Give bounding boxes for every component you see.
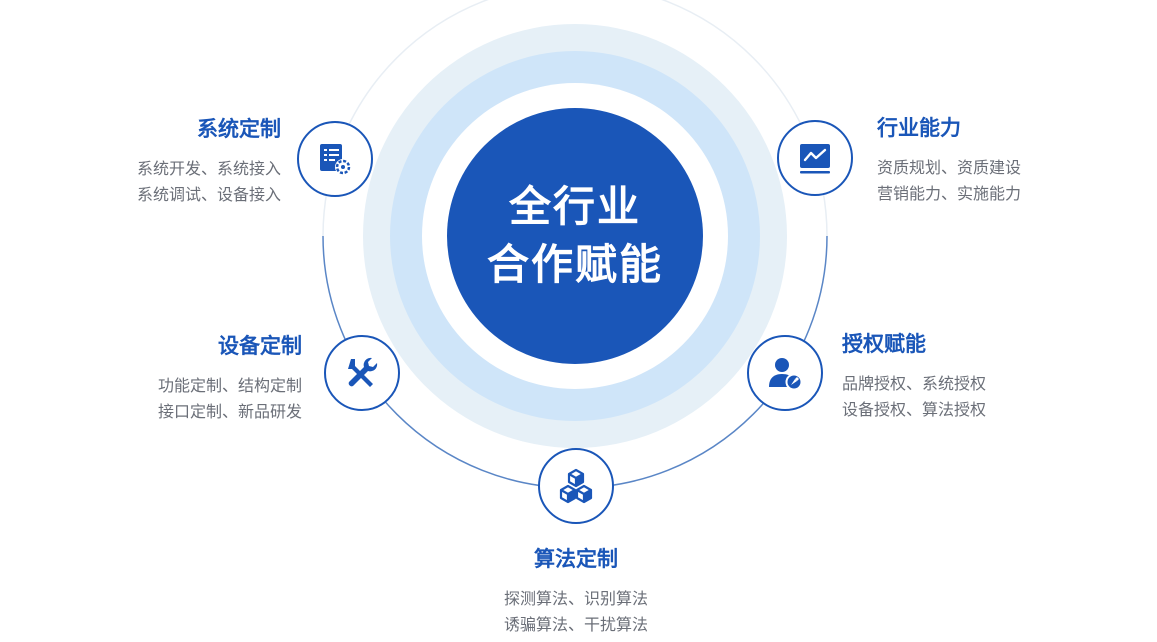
device-custom-node[interactable]: [324, 335, 400, 411]
system-custom-node[interactable]: [297, 121, 373, 197]
authorization-node[interactable]: [747, 335, 823, 411]
industry-capability-line-1: 资质规划、资质建设: [877, 158, 1022, 177]
device-custom-title: 设备定制: [218, 334, 302, 358]
outer-orbit-right: [574, 235, 828, 489]
algorithm-custom-title: 算法定制: [534, 547, 618, 571]
system-custom-block: 系统定制 系统开发、系统接入 系统调试、设备接入: [100, 116, 281, 208]
algorithm-custom-node[interactable]: [538, 448, 614, 524]
center-label: 全行业 合作赋能: [447, 108, 703, 364]
industry-capability-node[interactable]: [777, 120, 853, 196]
device-custom-line-1: 功能定制、结构定制: [157, 376, 302, 395]
device-custom-block: 设备定制 功能定制、结构定制 接口定制、新品研发: [120, 333, 302, 425]
center-title-line1: 全行业: [508, 182, 641, 231]
system-custom-title: 系统定制: [197, 117, 281, 141]
cubes-icon: [559, 468, 593, 504]
document-gear-icon: [320, 144, 351, 175]
algorithm-custom-line-2: 诱骗算法、干扰算法: [503, 615, 648, 634]
industry-capability-block: 行业能力 资质规划、资质建设 营销能力、实施能力: [877, 115, 1077, 207]
center-title-line2: 合作赋能: [486, 240, 663, 289]
device-custom-line-2: 接口定制、新品研发: [157, 402, 302, 421]
system-custom-line-1: 系统开发、系统接入: [136, 159, 281, 178]
system-custom-line-2: 系统调试、设备接入: [136, 185, 281, 204]
industry-capability-line-2: 营销能力、实施能力: [877, 184, 1022, 203]
outer-orbit-left: [322, 235, 576, 489]
user-badge-icon: [769, 358, 803, 391]
outer-orbit-faint: [322, 0, 828, 237]
industry-capability-title: 行业能力: [877, 116, 961, 140]
authorization-block: 授权赋能 品牌授权、系统授权 设备授权、算法授权: [842, 331, 1042, 423]
center-core: [447, 108, 703, 364]
algorithm-custom-block: 算法定制 探测算法、识别算法 诱骗算法、干扰算法: [476, 546, 676, 638]
wrench-screwdriver-icon: [348, 357, 378, 387]
authorization-title: 授权赋能: [842, 332, 926, 356]
line-chart-icon: [800, 144, 830, 174]
authorization-line-1: 品牌授权、系统授权: [842, 374, 987, 393]
authorization-line-2: 设备授权、算法授权: [842, 400, 987, 419]
algorithm-custom-line-1: 探测算法、识别算法: [503, 589, 648, 608]
